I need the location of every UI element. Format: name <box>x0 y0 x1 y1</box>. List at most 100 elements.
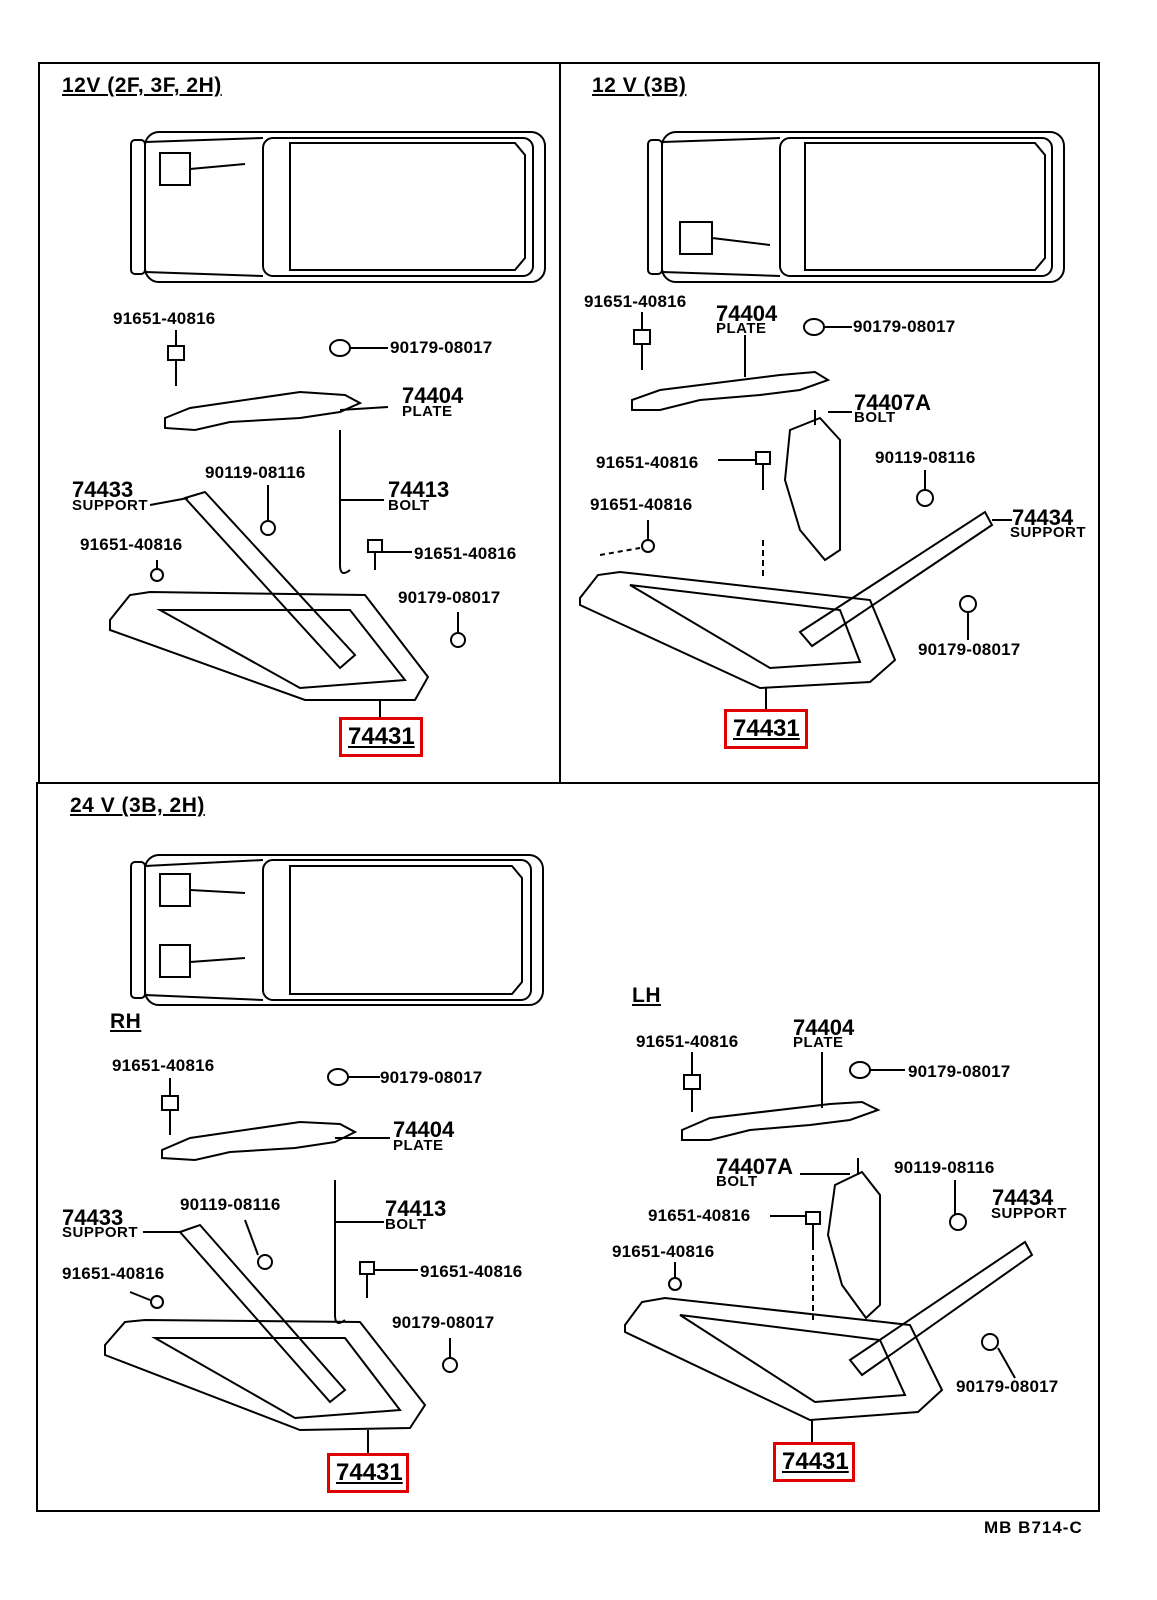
label-74431-lh: 74431 <box>782 1448 849 1475</box>
label-support-tr: SUPPORT <box>1010 524 1087 541</box>
label-91651-c-tl: 91651-40816 <box>80 535 183 554</box>
label-90119-tr: 90119-08116 <box>875 448 976 467</box>
support-74433-rh <box>143 1223 347 1404</box>
plate-74404-lh <box>681 1052 881 1141</box>
panel-title-top-left: 12V (2F, 3F, 2H) <box>62 74 222 97</box>
vehicle-outline-bottom <box>130 854 544 1006</box>
bolt-91651c-top-left <box>150 560 164 582</box>
label-74404-tl: 74404 <box>402 383 464 408</box>
bolt-74413-top-left <box>339 430 384 575</box>
bolt-91651-top-left <box>167 330 185 386</box>
side-label-rh: RH <box>110 1010 142 1033</box>
tray-74431-highlight-tl: 74431 <box>339 717 423 757</box>
label-74404-tr: 74404 <box>716 301 778 326</box>
label-plate-lh: PLATE <box>793 1034 844 1051</box>
tray-74431-lh <box>624 1296 944 1442</box>
label-90179-b-tl: 90179-08017 <box>398 588 501 607</box>
label-74431-tl: 74431 <box>348 723 415 750</box>
label-plate-tr: PLATE <box>716 320 767 337</box>
label-91651-c-lh: 91651-40816 <box>612 1242 715 1261</box>
panel-bottom <box>36 782 1100 1512</box>
label-74407A-lh: 74407A <box>716 1154 794 1179</box>
label-74433-tl: 74433 <box>72 477 134 502</box>
label-74404-lh: 74404 <box>793 1015 855 1040</box>
label-74434-tr: 74434 <box>1012 505 1074 530</box>
bolt-74407A-top-right <box>783 410 852 562</box>
label-74431-rh: 74431 <box>336 1459 403 1486</box>
label-90119-lh: 90119-08116 <box>894 1158 995 1177</box>
bolt-91651-top-right <box>633 312 651 370</box>
label-90119-tl: 90119-08116 <box>205 463 306 482</box>
label-91651-c-rh: 91651-40816 <box>62 1264 165 1283</box>
label-91651-c-tr: 91651-40816 <box>590 495 693 514</box>
label-91651-b-lh: 91651-40816 <box>648 1206 751 1225</box>
nut-90179b-rh <box>442 1338 458 1373</box>
label-91651-b-rh: 91651-40816 <box>420 1262 523 1281</box>
nut-90179b-top-right <box>959 595 977 640</box>
label-90179-b-rh: 90179-08017 <box>392 1313 495 1332</box>
bolt-91651b-top-left <box>367 539 412 570</box>
washer-90119-lh <box>949 1180 967 1231</box>
label-bolt-lh: BOLT <box>716 1173 758 1190</box>
washer-90119-top-right <box>916 470 934 507</box>
bolt-74413-rh <box>334 1180 384 1325</box>
washer-90119-top-left <box>260 485 276 536</box>
nut-90179-top-left <box>329 339 388 357</box>
bolt-91651c-lh <box>668 1262 682 1291</box>
tray-74431-rh <box>104 1318 427 1455</box>
label-90179-b-tr: 90179-08017 <box>918 640 1021 659</box>
label-bolt-tr: BOLT <box>854 409 896 426</box>
label-74434-lh: 74434 <box>992 1185 1054 1210</box>
label-bolt-tl: BOLT <box>388 497 430 514</box>
label-90119-rh: 90119-08116 <box>180 1195 281 1214</box>
label-74433-rh: 74433 <box>62 1205 124 1230</box>
nut-90179b-top-left <box>450 612 466 648</box>
plate-74404-top-right <box>631 335 831 411</box>
plate-74404-rh <box>161 1120 390 1162</box>
label-74407A-tr: 74407A <box>854 390 932 415</box>
tray-74431-highlight-lh: 74431 <box>773 1442 855 1482</box>
label-74404-rh: 74404 <box>393 1117 455 1142</box>
label-74413-rh: 74413 <box>385 1196 447 1221</box>
bolt-91651-lh <box>683 1052 701 1112</box>
panel-title-bottom: 24 V (3B, 2H) <box>70 794 205 817</box>
bolt-91651b-top-right <box>718 451 771 580</box>
support-74434-lh <box>848 1240 1034 1377</box>
footer-code: MB B714-C <box>984 1518 1083 1537</box>
label-90179-b-lh: 90179-08017 <box>956 1377 1059 1396</box>
label-bolt-rh: BOLT <box>385 1216 427 1233</box>
bolt-91651b-rh <box>359 1261 418 1298</box>
vehicle-outline-top-right <box>647 131 1065 283</box>
label-90179-a-rh: 90179-08017 <box>380 1068 483 1087</box>
tray-74431-top-right <box>579 570 897 712</box>
panel-title-top-right: 12 V (3B) <box>592 74 687 97</box>
label-support-rh: SUPPORT <box>62 1224 139 1241</box>
nut-90179b-lh <box>981 1333 1016 1379</box>
bolt-91651b-lh <box>770 1211 821 1320</box>
label-91651-a-lh: 91651-40816 <box>636 1032 739 1051</box>
tray-74431-highlight-tr: 74431 <box>724 709 808 749</box>
nut-90179-lh <box>849 1061 905 1079</box>
label-90179-a-tr: 90179-08017 <box>853 317 956 336</box>
label-91651-b-tr: 91651-40816 <box>596 453 699 472</box>
tray-74431-top-left <box>109 590 430 718</box>
bolt-74407A-lh <box>800 1158 881 1320</box>
nut-90179-top-right <box>803 318 852 336</box>
tray-74431-highlight-rh: 74431 <box>327 1453 409 1493</box>
side-label-lh: LH <box>632 984 661 1007</box>
label-91651-a-tr: 91651-40816 <box>584 292 687 311</box>
support-74433-top-left <box>149 490 357 670</box>
bolt-91651c-rh <box>129 1291 164 1309</box>
bolt-91651-rh <box>161 1078 179 1135</box>
label-91651-a-tl: 91651-40816 <box>113 309 216 328</box>
plate-74404-top-left <box>164 390 389 432</box>
label-91651-b-tl: 91651-40816 <box>414 544 517 563</box>
support-74434-top-right <box>798 510 1012 648</box>
label-91651-a-rh: 91651-40816 <box>112 1056 215 1075</box>
washer-90119-rh <box>244 1219 273 1270</box>
nut-90179-rh <box>327 1068 380 1086</box>
label-74431-tr: 74431 <box>733 715 800 742</box>
label-support-lh: SUPPORT <box>991 1205 1068 1222</box>
label-90179-a-lh: 90179-08017 <box>908 1062 1011 1081</box>
